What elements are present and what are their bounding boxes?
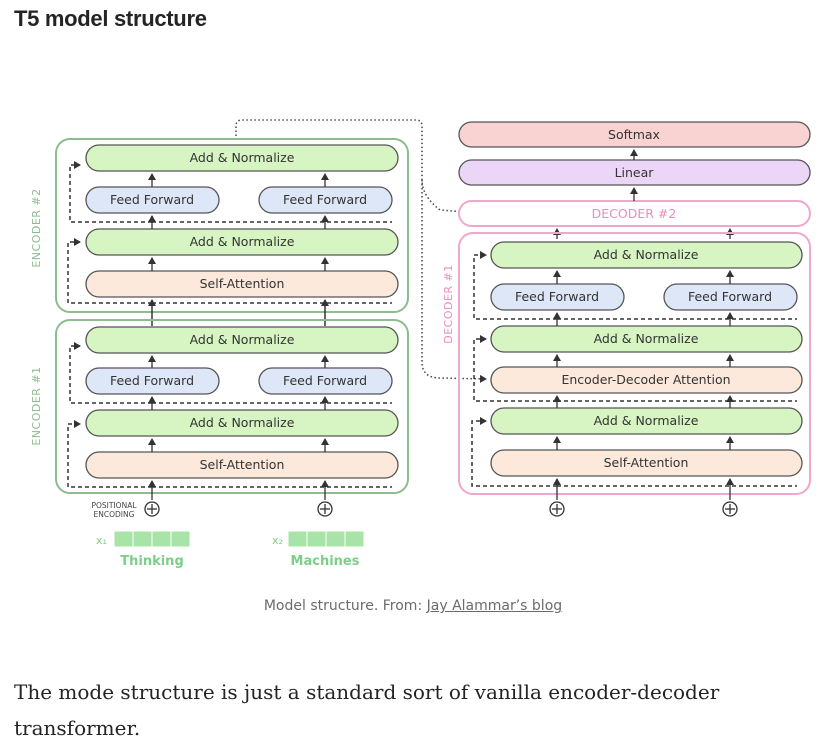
enc2-self-attention — [85, 270, 399, 298]
enc1-feed-forward-1-label: Feed Forward — [110, 373, 194, 388]
dec1-add-normalize-bottom-label: Add & Normalize — [594, 413, 699, 428]
word-thinking: Thinking — [120, 554, 184, 569]
transformer-diagram: ENCODER #2 Add & Normalize Feed Forward … — [30, 119, 811, 569]
x2-embedding — [287, 530, 365, 548]
enc1-add-normalize-top — [85, 326, 399, 354]
dec1-add-normalize-bottom — [490, 407, 803, 435]
plus-icon — [549, 501, 565, 517]
enc1-feed-forward-2-label: Feed Forward — [283, 373, 367, 388]
enc2-add-normalize-top-label: Add & Normalize — [190, 150, 295, 165]
body-paragraph: The mode structure is just a standard so… — [14, 680, 720, 740]
page-heading: T5 model structure — [14, 6, 207, 31]
dec1-self-attention-label: Self-Attention — [604, 455, 689, 470]
decoder-1-frame — [458, 232, 811, 495]
encoder-2: ENCODER #2 Add & Normalize Feed Forward … — [30, 138, 409, 313]
enc2-add-normalize-top — [85, 144, 399, 172]
encoder-2-frame — [55, 138, 409, 313]
positional-encoding-label-2: ENCODING — [94, 510, 135, 519]
dec1-feed-forward-2-label: Feed Forward — [688, 289, 772, 304]
enc2-self-attention-label: Self-Attention — [200, 276, 285, 291]
encoder-1-frame — [55, 319, 409, 494]
encoder-1: ENCODER #1 Add & Normalize Feed Forward … — [30, 319, 409, 500]
dec1-encoder-decoder-attention — [490, 366, 803, 394]
enc1-self-attention-label: Self-Attention — [200, 457, 285, 472]
x1-embedding — [113, 530, 191, 548]
dec1-feed-forward-1-label: Feed Forward — [515, 289, 599, 304]
softmax-label: Softmax — [608, 127, 660, 142]
dec1-add-normalize-top — [490, 241, 803, 269]
dec1-encoder-decoder-attention-label: Encoder-Decoder Attention — [561, 372, 730, 387]
enc1-self-attention — [85, 451, 399, 479]
enc2-add-normalize-bottom-label: Add & Normalize — [190, 234, 295, 249]
enc1-to-enc2-arrows — [148, 299, 329, 326]
enc1-add-normalize-bottom — [85, 409, 399, 437]
dec1-add-normalize-top-label: Add & Normalize — [594, 247, 699, 262]
decoder-2-label: DECODER #2 — [592, 206, 677, 221]
plus-icon — [144, 501, 160, 517]
encoder-2-label: ENCODER #2 — [30, 188, 43, 267]
enc2-add-normalize-bottom — [85, 228, 399, 256]
enc1-add-normalize-bottom-label: Add & Normalize — [190, 415, 295, 430]
caption-link[interactable]: Jay Alammar’s blog — [426, 598, 563, 614]
enc1-add-normalize-top-label: Add & Normalize — [190, 332, 295, 347]
x1-label: x₁ — [96, 534, 107, 547]
dec1-add-normalize-middle — [490, 325, 803, 353]
plus-icon — [722, 501, 738, 517]
encoder-1-label: ENCODER #1 — [30, 366, 43, 445]
linear-label: Linear — [615, 165, 655, 180]
plus-icon — [317, 501, 333, 517]
decoder-1-label: DECODER #1 — [442, 264, 455, 344]
word-machines: Machines — [291, 554, 360, 569]
dec1-self-attention — [490, 449, 803, 477]
encoder-inputs: POSITIONAL ENCODING x₁ x₂ Thinking Machi — [91, 501, 365, 569]
caption-prefix: Model structure. From: — [263, 598, 427, 614]
figure-caption: Model structure. From: Jay Alammar’s blo… — [0, 598, 826, 614]
x2-label: x₂ — [272, 534, 283, 547]
encoder-output-connection — [235, 119, 487, 383]
dec1-add-normalize-middle-label: Add & Normalize — [594, 331, 699, 346]
enc2-feed-forward-1-label: Feed Forward — [110, 192, 194, 207]
enc2-feed-forward-2-label: Feed Forward — [283, 192, 367, 207]
positional-encoding-label-1: POSITIONAL — [91, 501, 137, 510]
softmax-block — [458, 121, 811, 148]
decoder-1: DECODER #1 Add & Normalize Feed Forward … — [442, 232, 811, 517]
output-layers: Softmax Linear DECODER #2 — [458, 121, 811, 239]
